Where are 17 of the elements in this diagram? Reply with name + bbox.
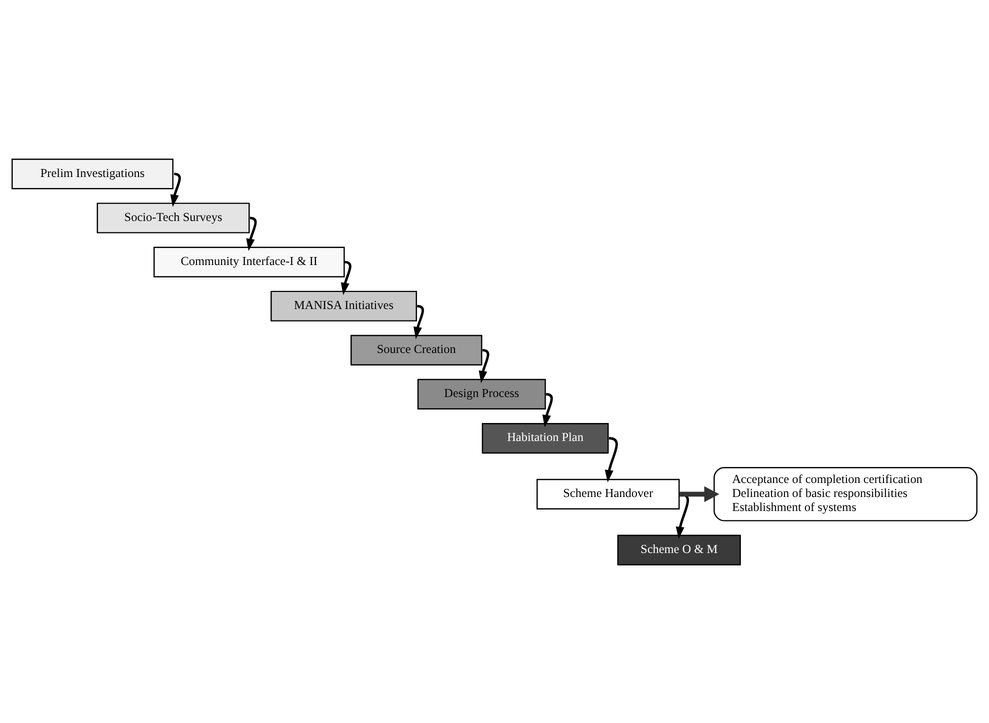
node-box: Habitation Plan xyxy=(482,422,609,454)
arrow xyxy=(246,216,257,251)
arrow xyxy=(604,436,618,482)
node-box: Community Interface-I & II xyxy=(153,246,345,277)
arrow xyxy=(413,304,424,339)
arrow xyxy=(679,486,720,502)
node-box: Scheme O & M xyxy=(617,534,741,565)
arrow xyxy=(340,260,352,295)
arrow xyxy=(170,172,181,206)
node-box: Source Creation xyxy=(350,334,482,365)
arrow xyxy=(542,392,553,427)
node-box: Acceptance of completion certification Delineation of basic responsibilities Establishment of systems xyxy=(714,466,978,521)
node-box: Socio-Tech Surveys xyxy=(96,202,250,233)
node-box: Design Process xyxy=(417,378,546,410)
node-box: Prelim Investigations xyxy=(12,158,174,189)
node-box: Scheme Handover xyxy=(536,478,680,509)
node-box: MANISA Initiatives xyxy=(270,290,417,321)
